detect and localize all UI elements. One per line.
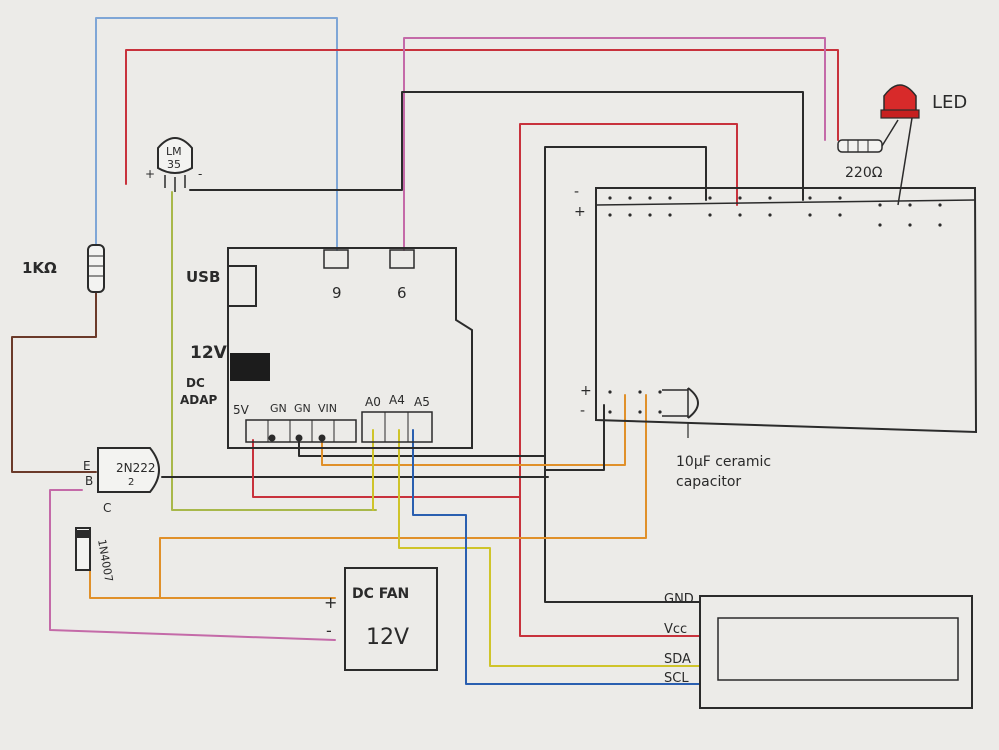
lcd-display: GND Vcc SDA SCL <box>664 592 973 709</box>
dc-adap-label-1: DC <box>186 376 205 390</box>
dc-fan: DC FAN 12V + - <box>324 567 438 671</box>
wire-red-rail <box>519 123 738 637</box>
arduino-board: USB 12V DC ADAP 9 6 5V GN GN VIN A0 A4 A… <box>180 247 473 449</box>
rail-plus-label: + <box>574 204 586 220</box>
wire-yellow-sda <box>398 429 701 667</box>
wire-blue-scl <box>412 429 701 685</box>
pin-gn1-label: GN <box>270 402 287 415</box>
resistor-220: 220Ω <box>837 119 899 181</box>
lcd-vcc-label: Vcc <box>664 622 687 637</box>
pin-vin-label: VIN <box>318 402 337 415</box>
resistor-1k: 1KΩ <box>22 244 105 293</box>
wires <box>11 17 839 685</box>
transistor-b-label: B <box>85 474 93 488</box>
wire-blue-pin9 <box>95 17 338 251</box>
pin-gn2-label: GN <box>294 402 311 415</box>
fan-plus-label: + <box>324 593 337 612</box>
pin-a5-label: A5 <box>414 395 430 409</box>
pin-a0-label: A0 <box>365 395 381 409</box>
wire-red-5v <box>252 439 521 498</box>
led: LED <box>880 84 967 206</box>
wire-black-cap <box>544 404 605 471</box>
lcd-gnd-label: GND <box>664 592 694 607</box>
led-label: LED <box>932 92 967 113</box>
lm35-label-2: 35 <box>167 158 181 171</box>
wire-orange-fan <box>89 394 647 599</box>
wire-brown-1k <box>11 291 97 473</box>
dc-jack <box>230 353 270 381</box>
fan-label-1: DC FAN <box>352 586 409 602</box>
wire-red-top <box>125 49 839 185</box>
wire-pink-fan <box>49 489 336 641</box>
analog-header <box>361 411 433 443</box>
wire-orange-vin <box>321 394 626 466</box>
resistor-220-label: 220Ω <box>845 165 883 181</box>
usb-label: USB <box>186 268 220 286</box>
capacitor-label-2: capacitor <box>676 474 741 490</box>
power-header <box>245 419 357 443</box>
usb-port <box>227 265 257 307</box>
header-pin9 <box>323 249 349 269</box>
header-pin6 <box>389 249 415 269</box>
pin-9-label: 9 <box>332 284 342 302</box>
fan-label-2: 12V <box>366 625 409 650</box>
capacitor-label-1: 10μF ceramic <box>676 454 771 470</box>
fan-minus-label: - <box>326 621 332 640</box>
breadboard: - + + - <box>574 184 978 434</box>
rail-minus-label: - <box>574 184 579 200</box>
dc-adap-label-2: ADAP <box>180 393 218 407</box>
cap-plus-label: + <box>580 383 592 399</box>
transistor-e-label: E <box>83 459 91 473</box>
transistor-c-label: C <box>103 501 111 515</box>
cap-minus-label: - <box>580 403 585 419</box>
transistor-2n2222: 2N222 2 E B C <box>83 447 160 515</box>
transistor-label: 2N222 <box>116 461 156 475</box>
pin-a4-label: A4 <box>389 393 405 407</box>
capacitor: 10μF ceramic capacitor <box>662 387 771 490</box>
transistor-sub-label: 2 <box>128 477 134 488</box>
lm35-label-1: LM <box>166 145 182 158</box>
lcd-sda-label: SDA <box>664 652 691 667</box>
wire-black-rail <box>544 146 707 603</box>
lm35-minus-label: - <box>198 167 202 181</box>
wire-black-lm35 <box>189 91 804 201</box>
lm35-plus-label: + <box>145 167 155 181</box>
pin-6-label: 6 <box>397 284 407 302</box>
lcd-scl-label: SCL <box>664 671 689 686</box>
lm35-sensor: LM 35 + - <box>145 137 202 192</box>
v12-label: 12V <box>190 343 228 363</box>
wire-olive-lm35 <box>171 191 377 511</box>
wire-black-gnd <box>298 439 546 457</box>
resistor-1k-label: 1KΩ <box>22 259 57 277</box>
wire-pink-pin6 <box>403 37 826 251</box>
pin-5v-label: 5V <box>233 403 250 417</box>
